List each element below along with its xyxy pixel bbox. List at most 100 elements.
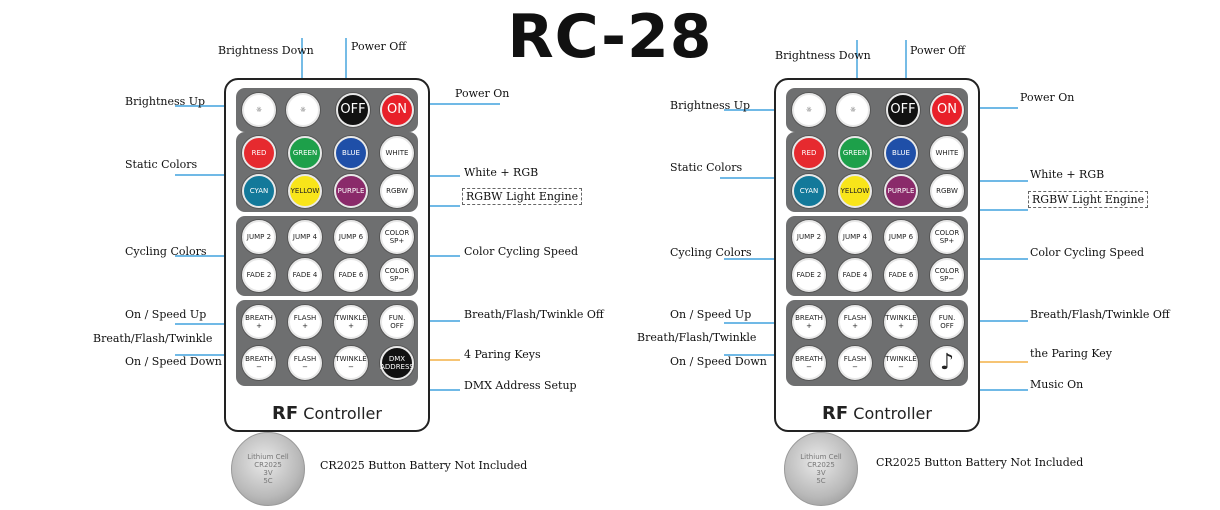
flash-down-button[interactable]: FLASH −	[288, 346, 322, 380]
white-button[interactable]: WHITE	[380, 136, 414, 170]
label-color-cycling-speed: Color Cycling Speed	[464, 245, 579, 258]
effects-group: BREATH + FLASH + TWINKLE + FUN. OFF BREA…	[786, 300, 968, 386]
breath-up-button[interactable]: BREATH +	[792, 305, 826, 339]
music-note-icon[interactable]: ♪	[930, 346, 964, 380]
jump4-button[interactable]: JUMP 4	[838, 220, 872, 254]
green-button[interactable]: GREEN	[288, 136, 322, 170]
label-breath-flash-twinkle: Breath/Flash/Twinkle	[93, 332, 213, 345]
jump6-button[interactable]: JUMP 6	[884, 220, 918, 254]
label-brightness-up: Brightness Up	[125, 95, 206, 108]
dmx-address-button[interactable]: DMX ADDRESS	[380, 346, 414, 380]
label-white-rgb: White + RGB	[464, 166, 539, 179]
label-power-off: Power Off	[910, 44, 966, 57]
fun-off-button[interactable]: FUN. OFF	[930, 305, 964, 339]
label-brightness-down: Brightness Down	[775, 49, 871, 62]
fade2-button[interactable]: FADE 2	[242, 258, 276, 292]
label-breath-flash-twinkle: Breath/Flash/Twinkle	[637, 331, 757, 344]
fade2-button[interactable]: FADE 2	[792, 258, 826, 292]
power-on-button[interactable]: ON	[930, 93, 964, 127]
fun-off-button[interactable]: FUN. OFF	[380, 305, 414, 339]
twinkle-up-button[interactable]: TWINKLE +	[884, 305, 918, 339]
label-paring-key: the Paring Key	[1030, 347, 1113, 360]
power-group: ☼ ☼ OFF ON	[236, 88, 418, 132]
label-music-on: Music On	[1030, 378, 1084, 391]
cyan-button[interactable]: CYAN	[242, 174, 276, 208]
cycling-group: JUMP 2 JUMP 4 JUMP 6 COLOR SP+ FADE 2 FA…	[236, 216, 418, 296]
power-on-button[interactable]: ON	[380, 93, 414, 127]
brightness-down-button[interactable]: ☼	[836, 93, 870, 127]
red-button[interactable]: RED	[242, 136, 276, 170]
effects-group: BREATH + FLASH + TWINKLE + FUN. OFF BREA…	[236, 300, 418, 386]
label-breath-off: Breath/Flash/Twinkle Off	[464, 308, 604, 321]
label-battery: CR2025 Button Battery Not Included	[320, 459, 528, 472]
yellow-button[interactable]: YELLOW	[838, 174, 872, 208]
flash-down-button[interactable]: FLASH −	[838, 346, 872, 380]
label-brightness-down: Brightness Down	[218, 44, 314, 57]
label-rgbw-engine: RGBW Light Engine	[462, 188, 583, 205]
fade4-button[interactable]: FADE 4	[838, 258, 872, 292]
label-cycling-colors: Cycling Colors	[670, 246, 752, 259]
fade4-button[interactable]: FADE 4	[288, 258, 322, 292]
green-button[interactable]: GREEN	[838, 136, 872, 170]
yellow-button[interactable]: YELLOW	[288, 174, 322, 208]
rf-controller-label: RF Controller	[272, 403, 382, 424]
label-brightness-up: Brightness Up	[670, 99, 751, 112]
brightness-up-button[interactable]: ☼	[242, 93, 276, 127]
twinkle-up-button[interactable]: TWINKLE +	[334, 305, 368, 339]
label-static-colors: Static Colors	[670, 161, 743, 174]
rf-controller-label: RF Controller	[822, 403, 932, 424]
label-breath-off: Breath/Flash/Twinkle Off	[1030, 308, 1170, 321]
purple-button[interactable]: PURPLE	[334, 174, 368, 208]
breath-down-button[interactable]: BREATH −	[242, 346, 276, 380]
battery-image-left: Lithium Cell CR2025 3V 5C	[231, 432, 305, 506]
twinkle-down-button[interactable]: TWINKLE −	[884, 346, 918, 380]
red-button[interactable]: RED	[792, 136, 826, 170]
label-on-speed-down: On / Speed Down	[125, 355, 222, 368]
label-cycling-colors: Cycling Colors	[125, 245, 207, 258]
label-paring-keys: 4 Paring Keys	[464, 348, 541, 361]
label-on-speed-up: On / Speed Up	[670, 308, 752, 321]
jump2-button[interactable]: JUMP 2	[792, 220, 826, 254]
label-on-speed-down: On / Speed Down	[670, 355, 767, 368]
label-color-cycling-speed: Color Cycling Speed	[1030, 246, 1145, 259]
label-white-rgb: White + RGB	[1030, 168, 1105, 181]
brightness-up-button[interactable]: ☼	[792, 93, 826, 127]
breath-down-button[interactable]: BREATH −	[792, 346, 826, 380]
label-dmx-address: DMX Address Setup	[464, 379, 577, 392]
brightness-down-button[interactable]: ☼	[286, 93, 320, 127]
blue-button[interactable]: BLUE	[334, 136, 368, 170]
cycling-group: JUMP 2 JUMP 4 JUMP 6 COLOR SP+ FADE 2 FA…	[786, 216, 968, 296]
jump4-button[interactable]: JUMP 4	[288, 220, 322, 254]
label-power-off: Power Off	[351, 40, 407, 53]
jump2-button[interactable]: JUMP 2	[242, 220, 276, 254]
label-rgbw-engine: RGBW Light Engine	[1028, 191, 1149, 208]
color-speed-down-button[interactable]: COLOR SP−	[930, 258, 964, 292]
purple-button[interactable]: PURPLE	[884, 174, 918, 208]
power-off-button[interactable]: OFF	[886, 93, 920, 127]
label-power-on: Power On	[455, 87, 510, 100]
blue-button[interactable]: BLUE	[884, 136, 918, 170]
color-speed-up-button[interactable]: COLOR SP+	[930, 220, 964, 254]
white-button[interactable]: WHITE	[930, 136, 964, 170]
color-speed-down-button[interactable]: COLOR SP−	[380, 258, 414, 292]
label-on-speed-up: On / Speed Up	[125, 308, 207, 321]
flash-up-button[interactable]: FLASH +	[288, 305, 322, 339]
power-off-button[interactable]: OFF	[336, 93, 370, 127]
label-battery: CR2025 Button Battery Not Included	[876, 456, 1084, 469]
twinkle-down-button[interactable]: TWINKLE −	[334, 346, 368, 380]
color-speed-up-button[interactable]: COLOR SP+	[380, 220, 414, 254]
fade6-button[interactable]: FADE 6	[884, 258, 918, 292]
label-power-on: Power On	[1020, 91, 1075, 104]
rgbw-button[interactable]: RGBW	[930, 174, 964, 208]
breath-up-button[interactable]: BREATH +	[242, 305, 276, 339]
flash-up-button[interactable]: FLASH +	[838, 305, 872, 339]
cyan-button[interactable]: CYAN	[792, 174, 826, 208]
fade6-button[interactable]: FADE 6	[334, 258, 368, 292]
rgbw-button[interactable]: RGBW	[380, 174, 414, 208]
jump6-button[interactable]: JUMP 6	[334, 220, 368, 254]
battery-image-right: Lithium Cell CR2025 3V 5C	[784, 432, 858, 506]
static-colors-group: RED GREEN BLUE WHITE CYAN YELLOW PURPLE …	[786, 132, 968, 212]
page-title: RC-28	[507, 2, 713, 72]
power-group: ☼ ☼ OFF ON	[786, 88, 968, 132]
remote-right: ☼ ☼ OFF ON RED GREEN BLUE WHITE CYAN YEL…	[774, 78, 980, 432]
